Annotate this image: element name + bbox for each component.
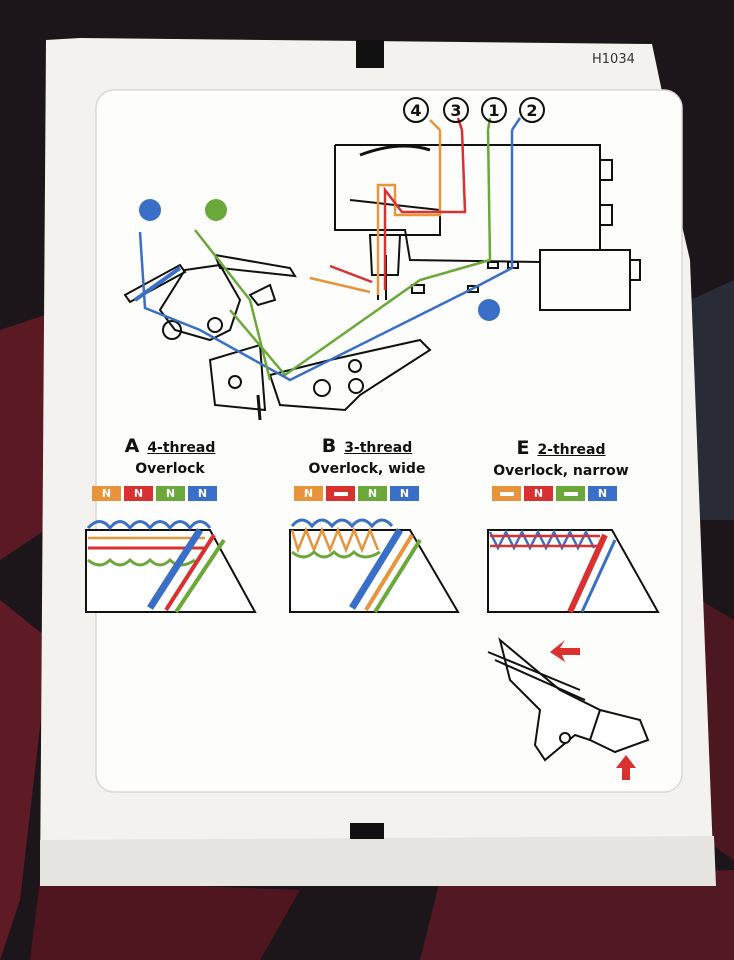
blue-thread-dot-right — [478, 299, 500, 321]
needle-number-4: 4 — [403, 97, 429, 123]
presser-foot-illustration — [487, 637, 650, 762]
blue-thread-dot — [139, 199, 161, 221]
registration-mark-bottom — [350, 823, 384, 839]
column-a-chips: N N N N — [92, 486, 217, 501]
chip-e-4: N — [588, 486, 617, 501]
chip-a-3: N — [156, 486, 185, 501]
column-a-threads: 4-thread — [147, 440, 216, 456]
chip-a-2: N — [124, 486, 153, 501]
column-b-subtitle: Overlock, wide — [308, 461, 426, 477]
chip-b-2 — [326, 486, 355, 501]
stitch-panel-a — [85, 520, 257, 614]
stitch-panel-b — [289, 518, 460, 614]
stitch-panel-e — [487, 529, 660, 614]
chip-bar-mark — [563, 491, 578, 496]
thread-paths — [133, 117, 522, 382]
column-b-letter: B — [321, 435, 337, 457]
column-b-chips: N N N — [294, 486, 419, 501]
card-code: H1034 — [592, 52, 635, 67]
chip-b-4: N — [390, 486, 419, 501]
needle-number-1: 1 — [481, 97, 507, 123]
column-a-letter: A — [124, 435, 140, 457]
chip-bar-mark — [499, 491, 514, 496]
needle-number-2: 2 — [519, 97, 545, 123]
column-a-heading: A 4-thread Overlock — [100, 435, 240, 477]
chip-e-1 — [492, 486, 521, 501]
chip-a-4: N — [188, 486, 217, 501]
chip-e-2: N — [524, 486, 553, 501]
arrow-icon — [550, 640, 580, 662]
chip-bar-mark — [333, 491, 348, 496]
chip-b-3: N — [358, 486, 387, 501]
chip-b-1: N — [294, 486, 323, 501]
chip-e-3 — [556, 486, 585, 501]
green-thread-dot — [205, 199, 227, 221]
column-a-subtitle: Overlock — [135, 461, 205, 477]
column-e-letter: E — [516, 437, 530, 459]
column-e-heading: E 2-thread Overlock, narrow — [486, 437, 636, 479]
column-e-threads: 2-thread — [537, 442, 606, 458]
arrow-up-icon — [616, 755, 636, 780]
column-e-chips: N N — [492, 486, 617, 501]
serger-machine-diagram — [123, 144, 641, 421]
registration-mark-top — [356, 40, 384, 68]
needle-number-3: 3 — [443, 97, 469, 123]
column-b-threads: 3-thread — [344, 440, 413, 456]
chip-a-1: N — [92, 486, 121, 501]
column-e-subtitle: Overlock, narrow — [493, 463, 629, 479]
instruction-card — [95, 89, 683, 793]
column-b-heading: B 3-thread Overlock, wide — [292, 435, 442, 477]
